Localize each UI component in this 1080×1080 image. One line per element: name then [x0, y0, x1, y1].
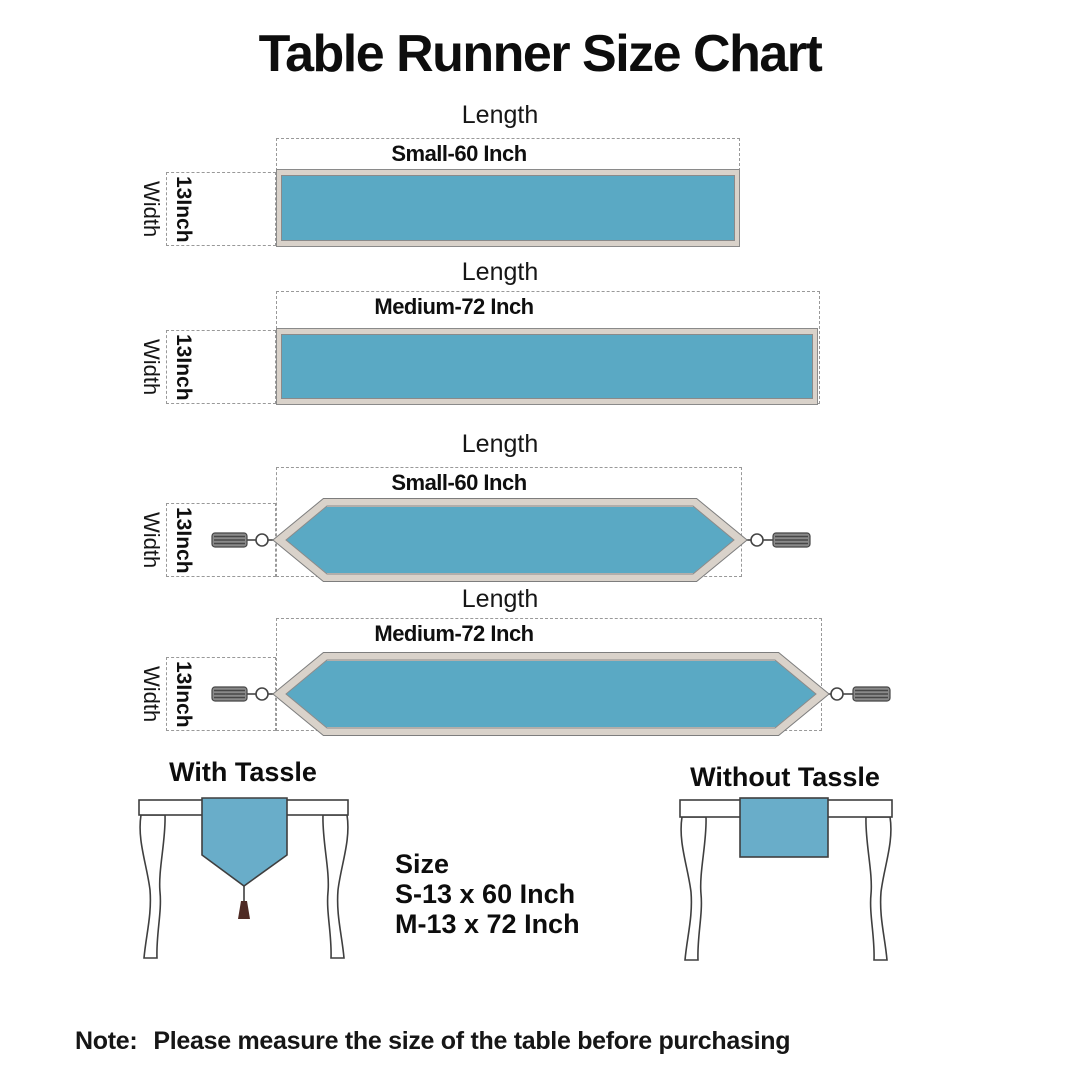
length-label-row1: Length: [461, 101, 539, 129]
width-word-row3: Width: [139, 511, 164, 569]
width-value-row1: 13Inch: [172, 175, 195, 243]
tassel-right: [739, 532, 811, 548]
table-with-tassle-illustration: [138, 797, 349, 959]
size-heading: Size: [395, 849, 450, 879]
runner-straight-medium: [276, 328, 818, 405]
width-value-row4: 13Inch: [172, 660, 195, 728]
note-prefix: Note:: [75, 1027, 138, 1055]
width-extent-box-row1: [166, 172, 276, 246]
size-info-block: Size S-13 x 60 Inch M-13 x 72 Inch: [395, 849, 580, 939]
length-label-row3: Length: [461, 430, 539, 458]
size-option-medium: M-13 x 72 Inch: [395, 909, 580, 939]
width-word-row2: Width: [139, 338, 164, 396]
table-leg-left: [680, 816, 707, 961]
runner-pointed-medium: [211, 652, 891, 736]
runner-inner-line: [285, 659, 817, 729]
without-tassle-label: Without Tassle: [690, 762, 880, 792]
tassel-ring-icon: [255, 687, 269, 701]
tassel-ring-icon: [750, 533, 764, 547]
runner-inner-line: [285, 505, 735, 575]
note: Note: Please measure the size of the tabl…: [75, 1027, 790, 1056]
tassel-ring-icon: [830, 687, 844, 701]
width-word-row1: Width: [139, 180, 164, 238]
with-tassle-label: With Tassle: [169, 757, 317, 787]
runner-pointed-small: [211, 498, 811, 582]
runner-straight-small: [276, 169, 740, 247]
table-without-tassle-illustration: [679, 797, 893, 961]
runner-shape: [273, 499, 747, 581]
tassel-ring-icon: [255, 533, 269, 547]
tassel-left: [211, 686, 281, 702]
hanging-runner-pointed: [201, 797, 288, 887]
note-text: Please measure the size of the table bef…: [153, 1027, 791, 1055]
size-label-row3: Small-60 Inch: [391, 470, 527, 495]
width-extent-box-row2: [166, 330, 276, 404]
hanging-runner-straight: [739, 797, 829, 858]
width-value-row3: 13Inch: [172, 506, 195, 574]
size-option-small: S-13 x 60 Inch: [395, 879, 576, 909]
table-leg-left: [139, 814, 166, 959]
length-label-row4: Length: [461, 585, 539, 613]
size-label-row1: Small-60 Inch: [391, 141, 527, 166]
runner-shape: [273, 653, 829, 735]
tassel-left: [211, 532, 281, 548]
table-leg-right: [322, 814, 349, 959]
width-value-row2: 13Inch: [172, 333, 195, 401]
table-leg-right: [865, 816, 892, 961]
hanging-tassel-icon: [238, 901, 250, 919]
length-label-row2: Length: [461, 258, 539, 286]
size-label-row4: Medium-72 Inch: [374, 621, 534, 646]
tassel-right: [821, 686, 891, 702]
size-label-row2: Medium-72 Inch: [374, 294, 534, 319]
page-title: Table Runner Size Chart: [258, 25, 823, 83]
width-word-row4: Width: [139, 665, 164, 723]
